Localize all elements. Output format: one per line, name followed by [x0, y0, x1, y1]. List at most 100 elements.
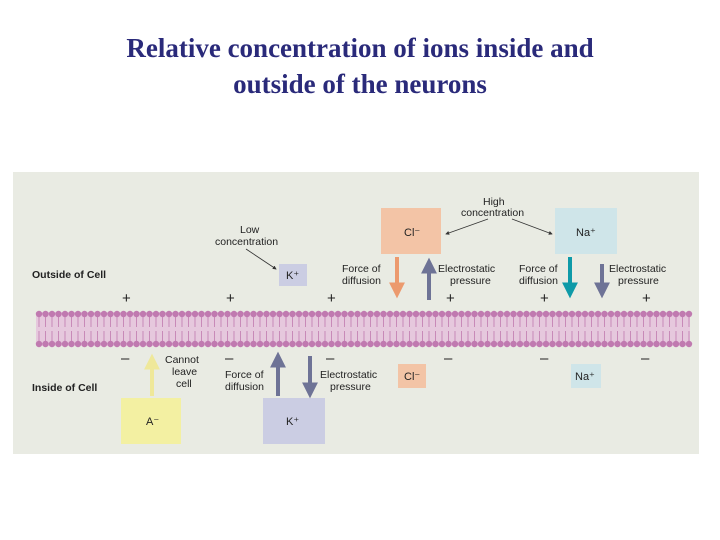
phospholipid-head [198, 310, 205, 318]
phospholipid-head [627, 310, 634, 318]
phospholipid-head [347, 310, 355, 318]
phospholipid-head [211, 310, 218, 318]
phospholipid-head [601, 310, 608, 318]
phospholipid-head [315, 310, 322, 318]
na-inside-box [571, 364, 601, 388]
phospholipid-head [451, 340, 459, 348]
phospholipid-head [666, 340, 673, 348]
phospholipid-head [276, 340, 283, 348]
phospholipid-head [347, 340, 355, 348]
phospholipid-head [81, 340, 88, 348]
phospholipid-head [425, 340, 433, 348]
phospholipid-head [419, 340, 426, 348]
phospholipid-head [68, 310, 75, 318]
phospholipid-head [412, 310, 420, 318]
phospholipid-head [575, 340, 582, 348]
cl-outside-label: Cl⁻ [404, 227, 420, 239]
phospholipid-head [269, 310, 277, 318]
phospholipid-head [126, 340, 134, 348]
phospholipid-head [159, 340, 166, 348]
phospholipid-head [269, 340, 277, 348]
phospholipid-head [217, 310, 225, 318]
phospholipid-head [620, 310, 628, 318]
phospholipid-head [438, 310, 446, 318]
phospholipid-head [503, 310, 511, 318]
phospholipid-head [230, 340, 238, 348]
phospholipid-head [87, 340, 95, 348]
phospholipid-head [399, 340, 407, 348]
phospholipid-head [484, 340, 491, 348]
phospholipid-head [230, 310, 238, 318]
k-inside-label: K⁺ [286, 416, 299, 428]
electrostatic-pressure-label: pressure [618, 275, 659, 287]
phospholipid-head [354, 310, 361, 318]
phospholipid-head [321, 310, 329, 318]
phospholipid-head [48, 310, 56, 318]
phospholipid-head [48, 340, 56, 348]
phospholipid-head [386, 340, 394, 348]
phospholipid-head [445, 310, 452, 318]
phospholipid-head [549, 340, 556, 348]
phospholipid-head [334, 310, 342, 318]
phospholipid-head [607, 340, 615, 348]
phospholipid-head [373, 340, 381, 348]
phospholipid-head [685, 340, 693, 348]
phospholipid-head [165, 340, 173, 348]
title-line-2: outside of the neurons [233, 69, 487, 99]
phospholipid-head [367, 310, 374, 318]
low-concentration-label: Low [240, 224, 260, 236]
phospholipid-head [152, 310, 160, 318]
phospholipid-head [399, 310, 407, 318]
phospholipid-head [497, 340, 504, 348]
force-of-diffusion-label: diffusion [519, 275, 558, 287]
phospholipid-head [380, 340, 387, 348]
phospholipid-head [588, 310, 595, 318]
phospholipid-head [74, 340, 82, 348]
phospholipid-head [133, 340, 140, 348]
phospholipid-head [139, 340, 147, 348]
phospholipid-head [55, 310, 62, 318]
phospholipid-head [42, 340, 49, 348]
phospholipid-head [523, 340, 530, 348]
phospholipid-head [659, 310, 667, 318]
low-concentration-pointer [245, 248, 277, 270]
k-outside-box [279, 264, 307, 286]
phospholipid-head [133, 310, 140, 318]
phospholipid-head [321, 340, 329, 348]
phospholipid-head [620, 340, 628, 348]
phospholipid-head [633, 340, 641, 348]
charge-plus: + [446, 290, 455, 307]
phospholipid-head [581, 340, 589, 348]
phospholipid-head [679, 340, 686, 348]
phospholipid-head [627, 340, 634, 348]
electrostatic-pressure-label: pressure [330, 381, 371, 393]
phospholipid-head [555, 340, 563, 348]
phospholipid-head [55, 340, 62, 348]
phospholipid-head [120, 340, 127, 348]
title-line-1: Relative concentration of ions inside an… [126, 33, 594, 63]
phospholipid-head [542, 340, 550, 348]
charge-plus: + [642, 290, 651, 307]
phospholipid-head [536, 310, 543, 318]
phospholipid-head [237, 310, 244, 318]
phospholipid-head [458, 340, 465, 348]
phospholipid-head [393, 340, 400, 348]
phospholipid-head [295, 340, 303, 348]
phospholipid-head [152, 340, 160, 348]
phospholipid-head [295, 310, 303, 318]
phospholipid-head [354, 340, 361, 348]
phospholipid-head [380, 310, 387, 318]
phospholipid-head [373, 310, 381, 318]
phospholipid-head [685, 310, 693, 318]
phospholipid-head [334, 340, 342, 348]
phospholipid-head [490, 310, 498, 318]
phospholipid-head [536, 340, 543, 348]
phospholipid-head [477, 310, 485, 318]
phospholipid-head [107, 310, 114, 318]
phospholipid-head [523, 310, 530, 318]
phospholipid-head [250, 310, 257, 318]
charge-minus: – [121, 350, 130, 367]
phospholipid-head [406, 310, 413, 318]
phospholipid-head [126, 310, 134, 318]
